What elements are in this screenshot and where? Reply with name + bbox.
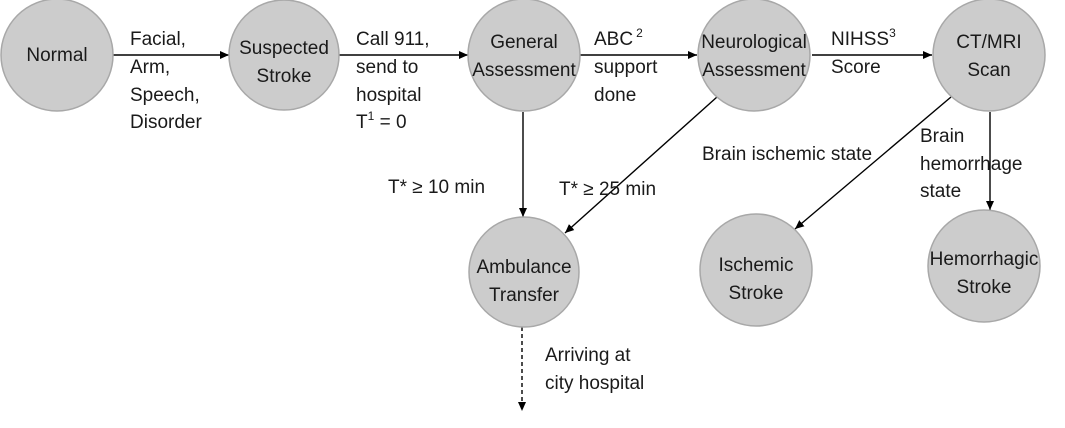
node-hemorrhagic-stroke-label-1: Hemorrhagic — [930, 249, 1039, 270]
node-ambulance-transfer-label-2: Transfer — [489, 285, 560, 306]
label-general-to-neuro-line-3: done — [594, 85, 636, 106]
node-neurological-assessment-label-2: Assessment — [702, 60, 806, 81]
label-abc-text: ABC — [594, 29, 633, 50]
label-normal-to-suspected-line-4: Disorder — [130, 112, 202, 133]
node-suspected-stroke-label-1: Suspected — [239, 38, 329, 59]
label-time-zero-value: = 0 — [374, 112, 406, 133]
label-time-zero-t: T — [356, 112, 368, 133]
node-neurological-assessment-label-1: Neurological — [701, 32, 807, 53]
node-suspected-stroke: Suspected Stroke — [228, 0, 340, 111]
label-ctmri-to-hemorrhagic-line-3: state — [920, 181, 961, 202]
node-normal: Normal — [0, 0, 114, 112]
label-normal-to-suspected-line-3: Speech, — [130, 85, 200, 106]
node-suspected-stroke-label-2: Stroke — [257, 66, 312, 87]
label-suspected-to-general-line-2: send to — [356, 57, 418, 78]
label-suspected-to-general-line-3: hospital — [356, 85, 422, 106]
node-hemorrhagic-stroke-label-2: Stroke — [957, 277, 1012, 298]
label-ctmri-to-hemorrhagic-line-1: Brain — [920, 126, 964, 147]
label-abc-sup: 2 — [636, 26, 643, 40]
node-ischemic-stroke-label-2: Stroke — [729, 283, 784, 304]
label-suspected-to-general-line-1: Call 911, — [356, 29, 430, 50]
node-normal-label: Normal — [26, 45, 87, 66]
label-neuro-to-ambulance: T* ≥ 25 min — [559, 179, 656, 200]
label-ambulance-out-line-1: Arriving at — [545, 345, 631, 366]
label-normal-to-suspected-line-2: Arm, — [130, 57, 170, 78]
node-general-assessment-label-2: Assessment — [472, 60, 576, 81]
label-ambulance-out-line-2: city hospital — [545, 373, 644, 394]
edge-neuro-to-ambulance — [564, 96, 718, 234]
label-ambulance-out: Arriving at city hospital — [545, 345, 644, 394]
node-ambulance-transfer-label-1: Ambulance — [476, 257, 571, 278]
label-time-zero: T1 = 0 — [356, 109, 407, 133]
node-ct-mri-scan: CT/MRI Scan — [932, 0, 1046, 112]
label-normal-to-suspected: Facial, Arm, Speech, Disorder — [130, 29, 202, 133]
label-neuro-to-ctmri: NIHSS3 Score — [831, 26, 896, 78]
label-normal-to-suspected-line-1: Facial, — [130, 29, 186, 50]
node-ct-mri-scan-label-2: Scan — [967, 60, 1010, 81]
label-suspected-to-general: Call 911, send to hospital T1 = 0 — [356, 29, 430, 133]
edge-ctmri-to-ischemic — [794, 96, 952, 230]
label-ctmri-to-hemorrhagic: Brain hemorrhage state — [920, 126, 1022, 202]
node-ambulance-transfer: Ambulance Transfer — [468, 216, 580, 328]
label-general-to-neuro-line-2: support — [594, 57, 658, 78]
node-ct-mri-scan-label-1: CT/MRI — [956, 32, 1021, 53]
node-neurological-assessment: Neurological Assessment — [697, 0, 811, 112]
label-nihss-sup: 3 — [889, 26, 896, 40]
label-ctmri-to-ischemic: Brain ischemic state — [702, 144, 872, 165]
label-nihss-score: Score — [831, 57, 881, 78]
label-general-to-ambulance: T* ≥ 10 min — [388, 177, 485, 198]
node-ischemic-stroke: Ischemic Stroke — [699, 213, 813, 327]
label-nihss: NIHSS3 — [831, 26, 896, 50]
label-ctmri-to-hemorrhagic-line-2: hemorrhage — [920, 154, 1022, 175]
node-ischemic-stroke-label-1: Ischemic — [719, 255, 794, 276]
label-nihss-text: NIHSS — [831, 29, 889, 50]
label-time-zero-sup: 1 — [368, 109, 375, 123]
node-general-assessment-label-1: General — [490, 32, 558, 53]
node-hemorrhagic-stroke: Hemorrhagic Stroke — [927, 209, 1041, 323]
node-general-assessment: General Assessment — [467, 0, 581, 112]
